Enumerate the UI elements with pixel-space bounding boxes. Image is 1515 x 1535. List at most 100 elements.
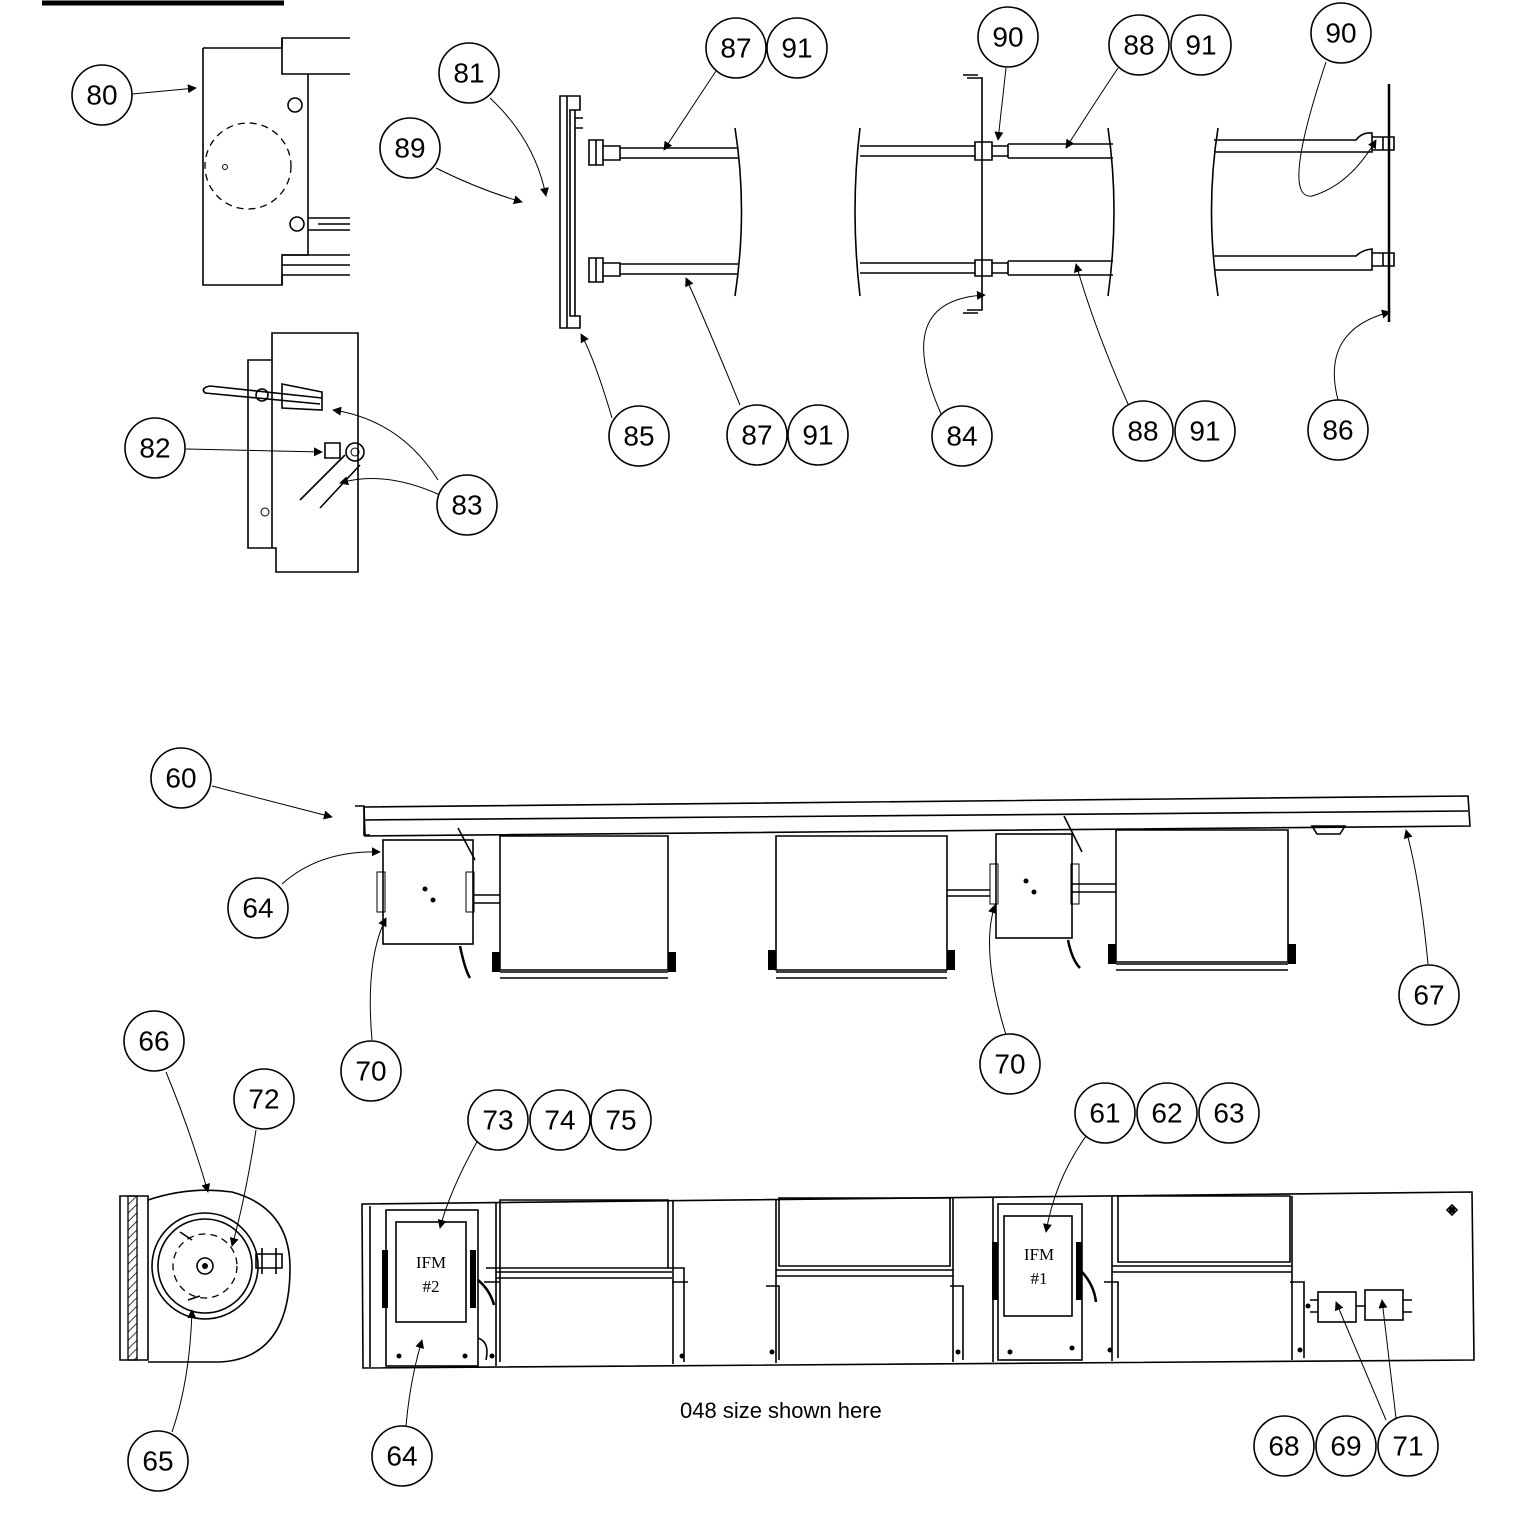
- svg-text:83: 83: [451, 490, 482, 521]
- part-motor-upper-2: [989, 815, 1116, 969]
- part-84-bearing-plate: [854, 74, 1008, 314]
- svg-text:91: 91: [1189, 416, 1220, 447]
- part-80-bracket: [202, 37, 350, 286]
- svg-text:61: 61: [1089, 1098, 1120, 1129]
- blower-housing-upper-1: [492, 835, 676, 979]
- callout-89: 89: [379, 117, 441, 179]
- svg-text:75: 75: [605, 1105, 636, 1136]
- callout-91-bottom-2: 91: [1174, 400, 1236, 462]
- callout-75: 75: [590, 1089, 652, 1151]
- svg-text:91: 91: [781, 33, 812, 64]
- svg-text:74: 74: [544, 1105, 575, 1136]
- svg-text:86: 86: [1322, 415, 1353, 446]
- svg-text:70: 70: [994, 1049, 1025, 1080]
- callout-87-top: 87: [705, 17, 767, 79]
- callout-65: 65: [127, 1430, 189, 1492]
- blower-housing-lower-2: [766, 1197, 964, 1360]
- callout-68: 68: [1253, 1415, 1315, 1477]
- ifm2-label-line1: IFM: [416, 1253, 446, 1272]
- callout-81: 81: [438, 42, 500, 104]
- ifm1-label-line1: IFM: [1024, 1245, 1054, 1264]
- svg-text:60: 60: [165, 763, 196, 794]
- callout-84: 84: [931, 405, 993, 467]
- svg-text:80: 80: [86, 80, 117, 111]
- blower-housing-lower-3: [1104, 1195, 1305, 1358]
- part-64-motor-ifm2: IFM #2: [382, 1209, 496, 1367]
- part-82-83-assembly: [202, 332, 365, 573]
- callout-60: 60: [150, 747, 212, 809]
- svg-text:63: 63: [1213, 1098, 1244, 1129]
- svg-text:72: 72: [248, 1084, 279, 1115]
- svg-text:73: 73: [482, 1105, 513, 1136]
- callout-62: 62: [1136, 1082, 1198, 1144]
- blower-housing-upper-3: [1108, 829, 1296, 971]
- svg-text:90: 90: [992, 22, 1023, 53]
- callout-66: 66: [123, 1010, 185, 1072]
- svg-text:90: 90: [1325, 18, 1356, 49]
- callout-87-bottom: 87: [726, 404, 788, 466]
- callout-88-top: 88: [1108, 14, 1170, 76]
- part-60-housing-top: [355, 795, 1471, 837]
- callout-72: 72: [233, 1068, 295, 1130]
- part-64-motor-upper: [376, 827, 500, 979]
- svg-text:64: 64: [386, 1441, 417, 1472]
- callout-70-right: 70: [979, 1033, 1041, 1095]
- part-65-blower-housing-side: [119, 1189, 291, 1363]
- callout-74: 74: [529, 1089, 591, 1151]
- callout-71: 71: [1377, 1415, 1439, 1477]
- svg-text:84: 84: [946, 421, 977, 452]
- callout-69: 69: [1315, 1415, 1377, 1477]
- svg-text:64: 64: [242, 893, 273, 924]
- svg-text:89: 89: [394, 133, 425, 164]
- blower-housing-upper-2: [768, 835, 990, 979]
- diagram-caption: 048 size shown here: [680, 1398, 882, 1423]
- svg-text:69: 69: [1330, 1431, 1361, 1462]
- svg-text:82: 82: [139, 433, 170, 464]
- callout-67: 67: [1398, 964, 1460, 1026]
- svg-text:62: 62: [1151, 1098, 1182, 1129]
- callout-73: 73: [467, 1089, 529, 1151]
- callout-82: 82: [124, 417, 186, 479]
- callout-91-bottom: 91: [787, 404, 849, 466]
- svg-text:88: 88: [1123, 30, 1154, 61]
- callout-80: 80: [71, 64, 133, 126]
- svg-text:91: 91: [802, 420, 833, 451]
- svg-text:71: 71: [1392, 1431, 1423, 1462]
- svg-text:67: 67: [1413, 980, 1444, 1011]
- svg-text:70: 70: [355, 1056, 386, 1087]
- callout-63: 63: [1198, 1082, 1260, 1144]
- svg-text:88: 88: [1127, 416, 1158, 447]
- svg-text:65: 65: [142, 1446, 173, 1477]
- callout-86: 86: [1307, 399, 1369, 461]
- ifm1-label-line2: #1: [1031, 1269, 1048, 1288]
- part-68-69-71-capacitors: [1305, 1289, 1412, 1323]
- callout-85: 85: [608, 405, 670, 467]
- callout-90-right: 90: [1310, 2, 1372, 64]
- blower-housing-lower-1: [484, 1199, 688, 1362]
- svg-text:91: 91: [1185, 30, 1216, 61]
- callout-70-left: 70: [340, 1040, 402, 1102]
- callout-90-left: 90: [977, 6, 1039, 68]
- leader-lines: [131, 61, 1429, 1433]
- ifm2-label-line2: #2: [423, 1277, 440, 1296]
- svg-text:85: 85: [623, 421, 654, 452]
- callout-64-lower: 64: [371, 1425, 433, 1487]
- svg-text:81: 81: [453, 58, 484, 89]
- part-88-shaft-pair-2: [1007, 127, 1115, 297]
- svg-text:68: 68: [1268, 1431, 1299, 1462]
- svg-text:87: 87: [720, 33, 751, 64]
- housing-lower-assembly: [361, 1191, 1475, 1369]
- callout-91-top: 91: [766, 17, 828, 79]
- callout-83: 83: [436, 474, 498, 536]
- svg-text:87: 87: [741, 420, 772, 451]
- callout-91-top-2: 91: [1170, 14, 1232, 76]
- callout-64-upper: 64: [227, 877, 289, 939]
- svg-text:66: 66: [138, 1026, 169, 1057]
- callout-88-bottom: 88: [1112, 400, 1174, 462]
- part-87-shaft-pair-1: [588, 127, 743, 297]
- part-86-end-plate: [1210, 84, 1395, 322]
- part-85-end-plate: [559, 95, 583, 329]
- callout-61: 61: [1074, 1082, 1136, 1144]
- part-motor-ifm1: IFM #1: [992, 1203, 1098, 1361]
